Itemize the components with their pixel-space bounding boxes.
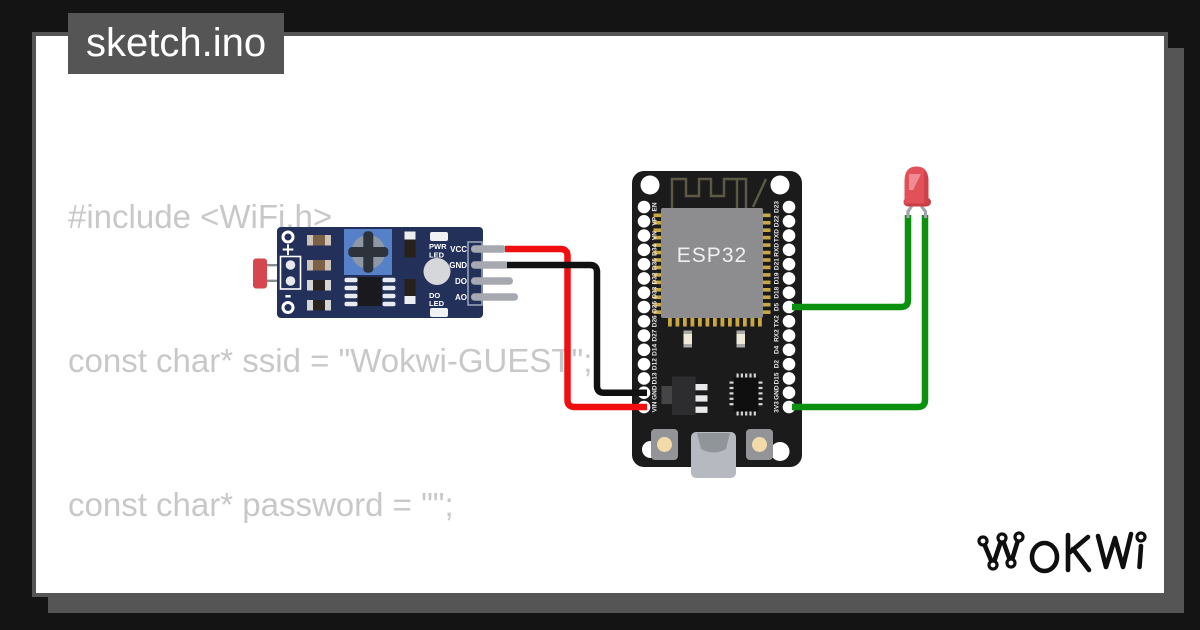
wokwi-logo: [977, 531, 1147, 574]
logo-node: [1013, 531, 1025, 543]
logo-letter-i: [1137, 543, 1144, 570]
code-line: const char* password = "";: [68, 486, 454, 523]
logo-node: [977, 535, 989, 547]
sketch-card: #include <WiFi.h> const char* ssid = "Wo…: [32, 32, 1168, 597]
logo-node: [987, 559, 999, 571]
logo-letter-o: [1029, 540, 1060, 574]
logo-node: [1005, 557, 1017, 569]
filename-label: sketch.ino: [86, 21, 267, 65]
logo-letter-w2: [1095, 531, 1134, 570]
logo-letter-k: [1065, 532, 1092, 573]
filename-tab: sketch.ino: [68, 13, 285, 74]
code-snippet: #include <WiFi.h> const char* ssid = "Wo…: [68, 97, 722, 593]
logo-i-dot: [1135, 531, 1147, 543]
code-line: const char* ssid = "Wokwi-GUEST";: [68, 342, 593, 379]
logo-node: [996, 532, 1008, 544]
code-line: #include <WiFi.h>: [68, 198, 333, 235]
